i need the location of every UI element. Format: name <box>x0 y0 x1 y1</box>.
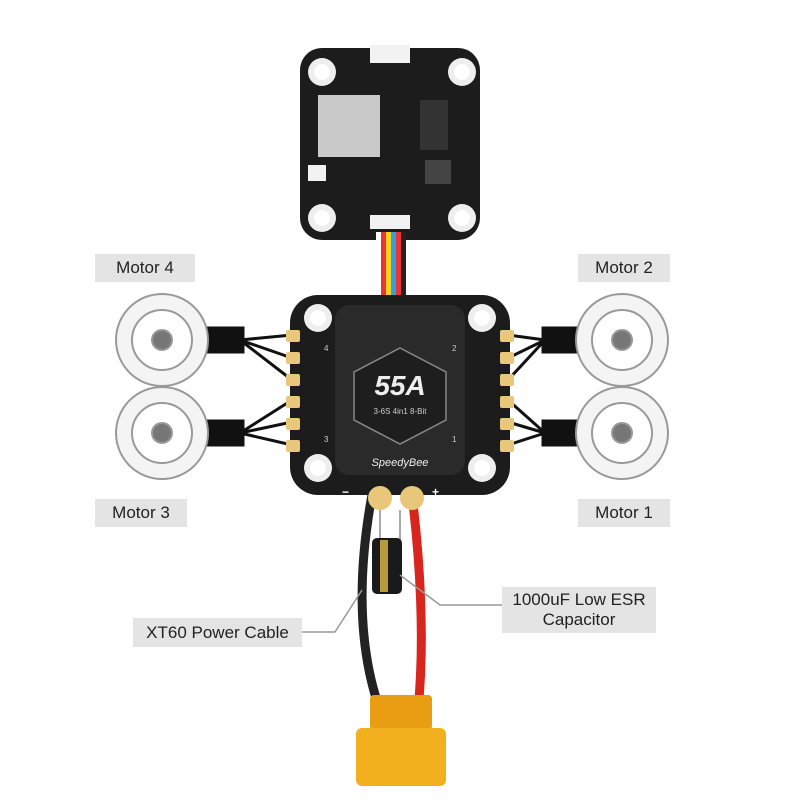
capacitor-label-line2: Capacitor <box>542 610 616 629</box>
motor-3-icon <box>115 386 209 480</box>
capacitor <box>372 510 402 594</box>
red-power-wire <box>407 494 426 711</box>
esc-rating: 55A <box>374 370 425 401</box>
motor-wires <box>203 326 583 447</box>
esc-port-1: 1 <box>452 435 457 444</box>
xt60-connector <box>356 695 446 786</box>
motor-1-label: Motor 1 <box>578 499 670 527</box>
esc-spec: 3-6S 4in1 8-Bit <box>374 407 428 416</box>
fc-esc-ribbon-cable <box>376 232 406 302</box>
power-cable-label: XT60 Power Cable <box>133 618 302 647</box>
esc-board: 55A 3-6S 4in1 8-Bit SpeedyBee 4 2 3 1 − … <box>286 295 514 510</box>
capacitor-label: 1000uF Low ESR Capacitor <box>502 587 656 633</box>
motor-4-label: Motor 4 <box>95 254 195 282</box>
motor-3-label: Motor 3 <box>95 499 187 527</box>
motor-1-icon <box>575 386 669 480</box>
esc-port-3: 3 <box>324 435 329 444</box>
black-power-wire <box>357 494 385 712</box>
flight-controller <box>300 45 480 240</box>
motor-4-icon <box>115 293 209 387</box>
esc-port-2: 2 <box>452 344 457 353</box>
esc-plus: + <box>432 485 439 499</box>
capacitor-label-line1: 1000uF Low ESR <box>512 590 646 610</box>
motor-2-label: Motor 2 <box>578 254 670 282</box>
capacitor-leader-line <box>399 574 502 606</box>
esc-port-4: 4 <box>324 344 329 353</box>
esc-brand: SpeedyBee <box>372 457 429 469</box>
motor-2-icon <box>575 293 669 387</box>
power-cable-leader-line <box>302 589 363 633</box>
motors <box>115 293 669 480</box>
esc-minus: − <box>342 485 349 499</box>
